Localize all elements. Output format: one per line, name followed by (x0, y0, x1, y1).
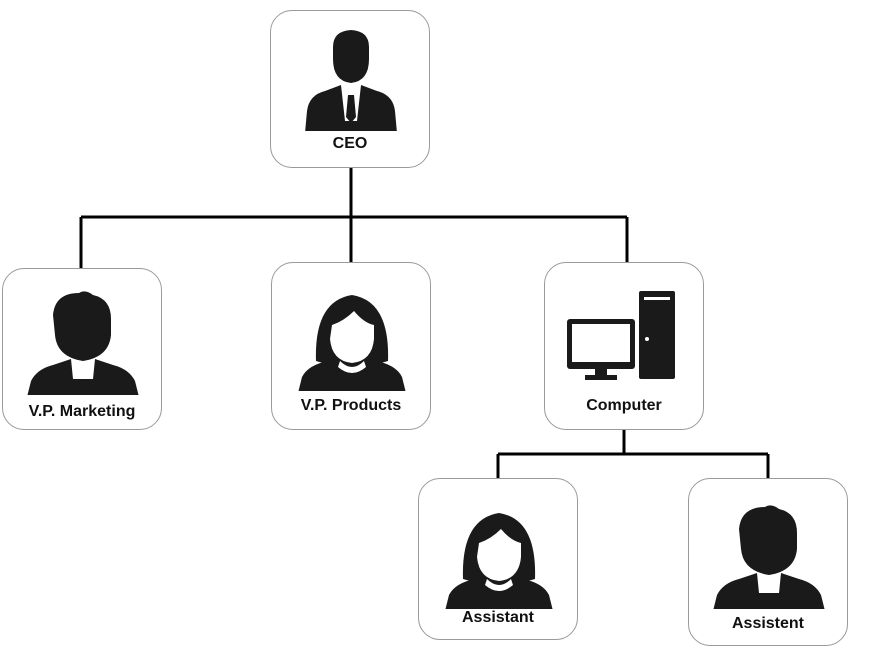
node-label: CEO (332, 135, 368, 152)
woman-silhouette-icon (298, 295, 406, 391)
node-vp-products[interactable]: V.P. Products (271, 262, 431, 430)
node-vp-marketing[interactable]: V.P. Marketing (2, 268, 162, 430)
node-label: Computer (586, 397, 662, 414)
node-label: V.P. Products (300, 397, 402, 414)
node-computer[interactable]: Computer (544, 262, 704, 430)
man-in-suit-icon (305, 30, 397, 131)
node-label: Assistant (461, 609, 535, 626)
man-silhouette-icon (27, 291, 139, 395)
node-ceo[interactable]: CEO (270, 10, 430, 168)
man-silhouette-icon (713, 505, 825, 609)
desktop-computer-icon (567, 291, 675, 380)
node-assistent[interactable]: Assistent (688, 478, 848, 646)
woman-silhouette-icon (445, 513, 553, 609)
node-assistant[interactable]: Assistant (418, 478, 578, 640)
node-label: Assistent (731, 615, 805, 632)
node-label: V.P. Marketing (28, 403, 136, 420)
